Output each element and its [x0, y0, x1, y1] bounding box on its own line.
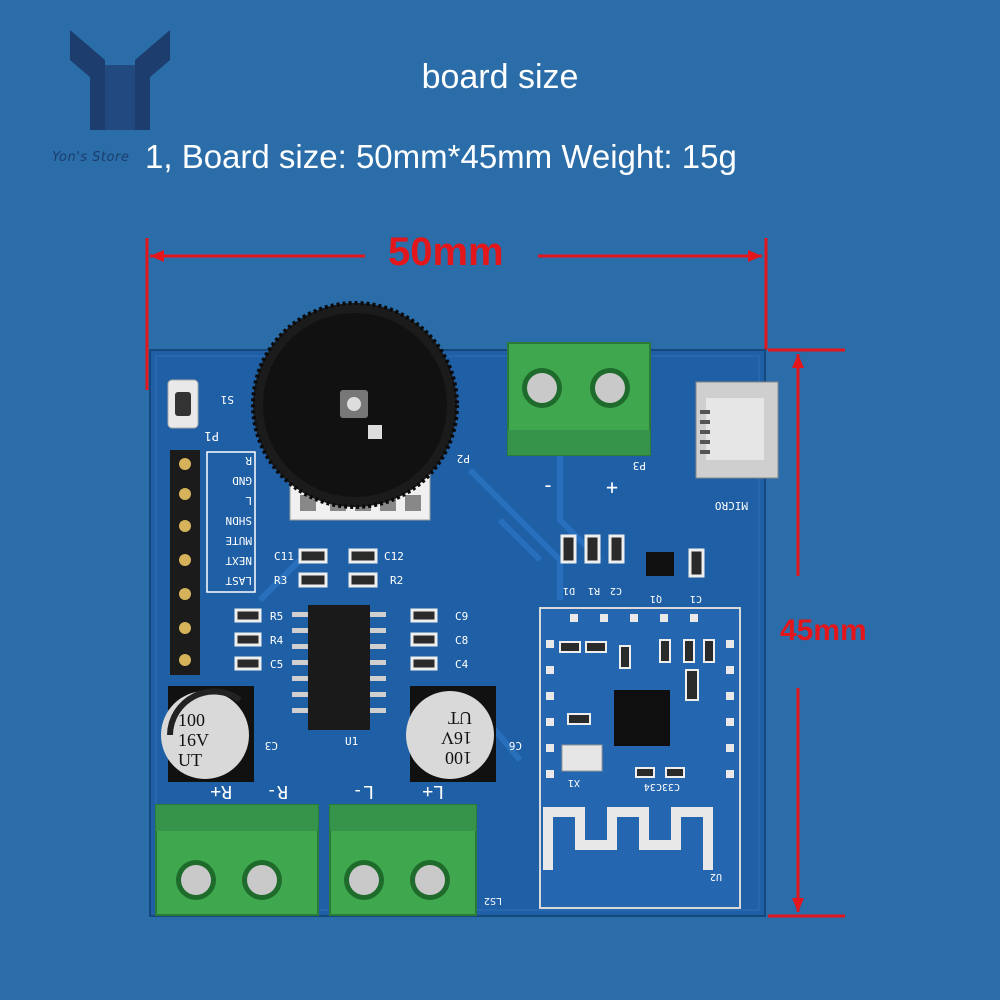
width-dimension — [145, 238, 768, 390]
label-micro: MICRO — [715, 499, 748, 512]
label-s1: S1 — [221, 393, 234, 406]
capacitor-c6: 100 16V UT — [406, 686, 496, 782]
label-c3: C3 — [265, 739, 278, 752]
logo-text: Yon's Store — [52, 150, 130, 165]
label-u1: U1 — [345, 735, 358, 748]
cap-right-value: 100 — [445, 748, 472, 768]
terminal-p3 — [507, 342, 651, 456]
label-u2: U2 — [710, 871, 722, 882]
page-subtitle: 1, Board size: 50mm*45mm Weight: 15g — [145, 138, 737, 175]
label-lplus: L+ — [422, 781, 444, 802]
label-r2: R2 — [390, 574, 403, 587]
label-x1: X1 — [568, 777, 580, 788]
label-c8: C8 — [455, 634, 468, 647]
speaker-terminal-right — [155, 804, 319, 916]
cap-right-brand: UT — [448, 708, 472, 728]
pin-r: R — [245, 454, 252, 467]
label-c33c34: C33C34 — [644, 781, 680, 792]
label-rplus: R+ — [210, 781, 232, 802]
cap-left-voltage: 16V — [178, 730, 209, 750]
label-p1: P1 — [205, 429, 219, 443]
label-r3: R3 — [274, 574, 287, 587]
cap-left-brand: UT — [178, 750, 202, 770]
label-lminus: L- — [352, 781, 374, 802]
cap-left-value: 100 — [178, 710, 205, 730]
label-plus: + — [606, 475, 618, 499]
label-r4: R4 — [270, 634, 284, 647]
label-rminus: R- — [266, 781, 288, 802]
height-label: 45mm — [780, 614, 867, 647]
pin-last: LAST — [225, 574, 252, 587]
label-c12: C12 — [384, 550, 404, 563]
chip-u1 — [292, 605, 386, 730]
pin-l: L — [245, 494, 252, 507]
cap-right-voltage: 16V — [441, 728, 472, 748]
label-d1: D1 — [563, 585, 575, 596]
page-title: board size — [421, 58, 579, 96]
pin-mute: MUTE — [226, 534, 253, 547]
label-p2: P2 — [457, 452, 470, 465]
height-dimension — [768, 348, 845, 918]
label-ls2: LS2 — [484, 895, 502, 906]
label-c5: C5 — [270, 658, 283, 671]
pin-gnd: GND — [232, 474, 252, 487]
label-q1: Q1 — [650, 593, 662, 604]
label-r1: R1 — [588, 585, 600, 596]
label-p3: P3 — [633, 459, 646, 472]
label-c2: C2 — [610, 585, 622, 596]
micro-usb-port — [695, 381, 779, 479]
label-c4: C4 — [455, 658, 469, 671]
potentiometer — [251, 301, 459, 521]
label-c11: C11 — [274, 550, 294, 563]
label-minus: - — [542, 473, 554, 497]
speaker-terminal-left — [329, 804, 477, 916]
switch-s1 — [167, 379, 199, 429]
bluetooth-module-u2 — [539, 607, 741, 909]
capacitor-c3: 100 16V UT — [161, 686, 254, 782]
label-c1: C1 — [690, 593, 702, 604]
width-label: 50mm — [388, 230, 504, 274]
pin-next: NEXT — [225, 554, 252, 567]
pin-shdn: SHDN — [226, 514, 253, 527]
store-logo — [70, 30, 170, 130]
label-c9: C9 — [455, 610, 468, 623]
header-p1 — [170, 450, 256, 675]
label-r5: R5 — [270, 610, 283, 623]
label-c6: C6 — [509, 739, 522, 752]
